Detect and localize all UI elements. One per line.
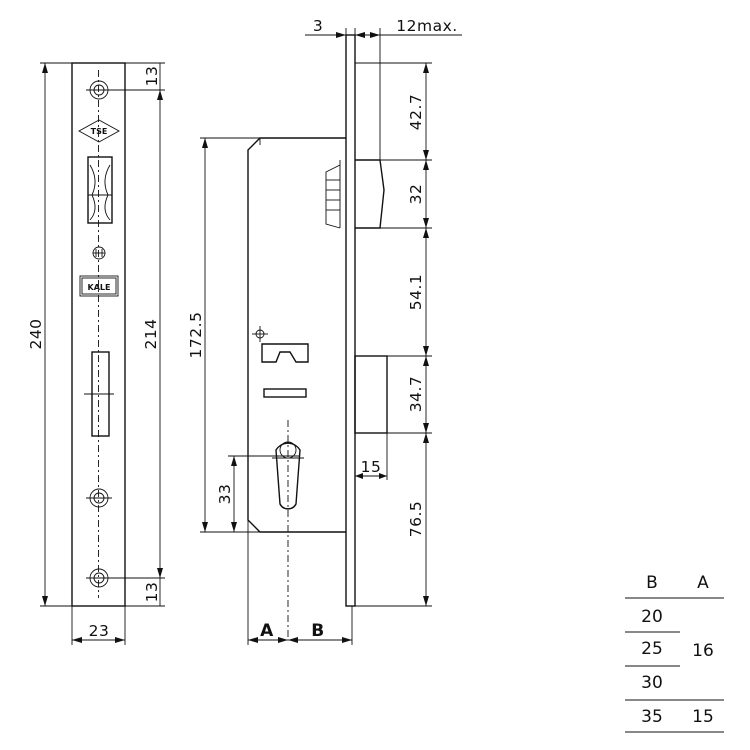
dim-bolt-throw-label: 15 — [361, 458, 382, 476]
kale-logo-text: KALE — [88, 283, 111, 292]
dim-total-height-label: 240 — [27, 318, 45, 349]
dim-faceplate-width: 23 — [71, 606, 126, 645]
faceplate-outline — [71, 62, 126, 607]
screw-hole-middle-icon — [86, 488, 112, 508]
backset-table: B A 20 25 16 30 35 15 — [625, 573, 724, 733]
dim-body-height: 172.5 — [187, 137, 260, 533]
dim-b-label: B — [311, 621, 324, 641]
table-cell-b-1: 25 — [641, 639, 663, 659]
dim-bolt-height-label: 34.7 — [407, 376, 425, 413]
table-cell-b-3: 35 — [641, 707, 663, 727]
dim-bolt-throw: 15 — [354, 433, 388, 480]
dim-hole-bottom-label: 13 — [143, 582, 161, 603]
kale-logo: KALE — [79, 275, 119, 297]
tse-logo-text: TSE — [91, 127, 108, 136]
dim-top: 3 12max. — [305, 17, 462, 160]
dim-hole-top-label: 13 — [143, 66, 161, 87]
dim-hole-spacing-label: 214 — [142, 318, 160, 349]
screw-hole-bottom-icon — [86, 568, 112, 588]
dim-latch-to-bolt-label: 54.1 — [407, 274, 425, 311]
table-cell-a-1: 15 — [692, 707, 714, 727]
latch-opening — [87, 156, 113, 224]
dim-cylinder-height-label: 33 — [216, 484, 234, 505]
dim-a-label: A — [260, 621, 274, 641]
dim-body-height-label: 172.5 — [187, 312, 205, 359]
table-header-b: B — [646, 573, 658, 593]
dim-cylinder-height: 33 — [216, 455, 300, 532]
dim-total-height: 240 — [27, 62, 72, 607]
dim-latch-height-label: 32 — [407, 184, 425, 205]
tse-logo: TSE — [78, 119, 120, 143]
dim-max-width-label: 12max. — [396, 17, 457, 35]
center-screw-icon — [92, 246, 106, 260]
follower-hook — [252, 326, 309, 398]
dim-latch-offset-label: 42.7 — [407, 94, 425, 131]
dim-top-gap-label: 3 — [313, 17, 323, 35]
table-cell-b-2: 30 — [641, 673, 663, 693]
lock-body-side-view: 172.5 33 A B — [187, 17, 462, 645]
dim-right-chain: 42.7 32 54.1 34.7 76.5 — [355, 62, 432, 607]
screw-hole-top-icon — [86, 80, 112, 100]
deadbolt — [354, 355, 388, 434]
lock-body-outline — [247, 137, 346, 533]
deadbolt-opening — [84, 351, 114, 437]
latch-bolt — [325, 159, 385, 229]
table-header-a: A — [697, 573, 709, 593]
table-cell-b-0: 20 — [641, 607, 663, 627]
dim-hole-spacing: 214 — [112, 63, 165, 606]
faceplate-edge — [345, 34, 356, 607]
dim-backset: A B — [247, 520, 353, 645]
faceplate-front-view: TSE KALE — [27, 62, 165, 645]
dim-faceplate-width-label: 23 — [89, 622, 110, 640]
dim-bottom-offset-label: 76.5 — [407, 501, 425, 538]
table-cell-a-0: 16 — [692, 641, 714, 661]
